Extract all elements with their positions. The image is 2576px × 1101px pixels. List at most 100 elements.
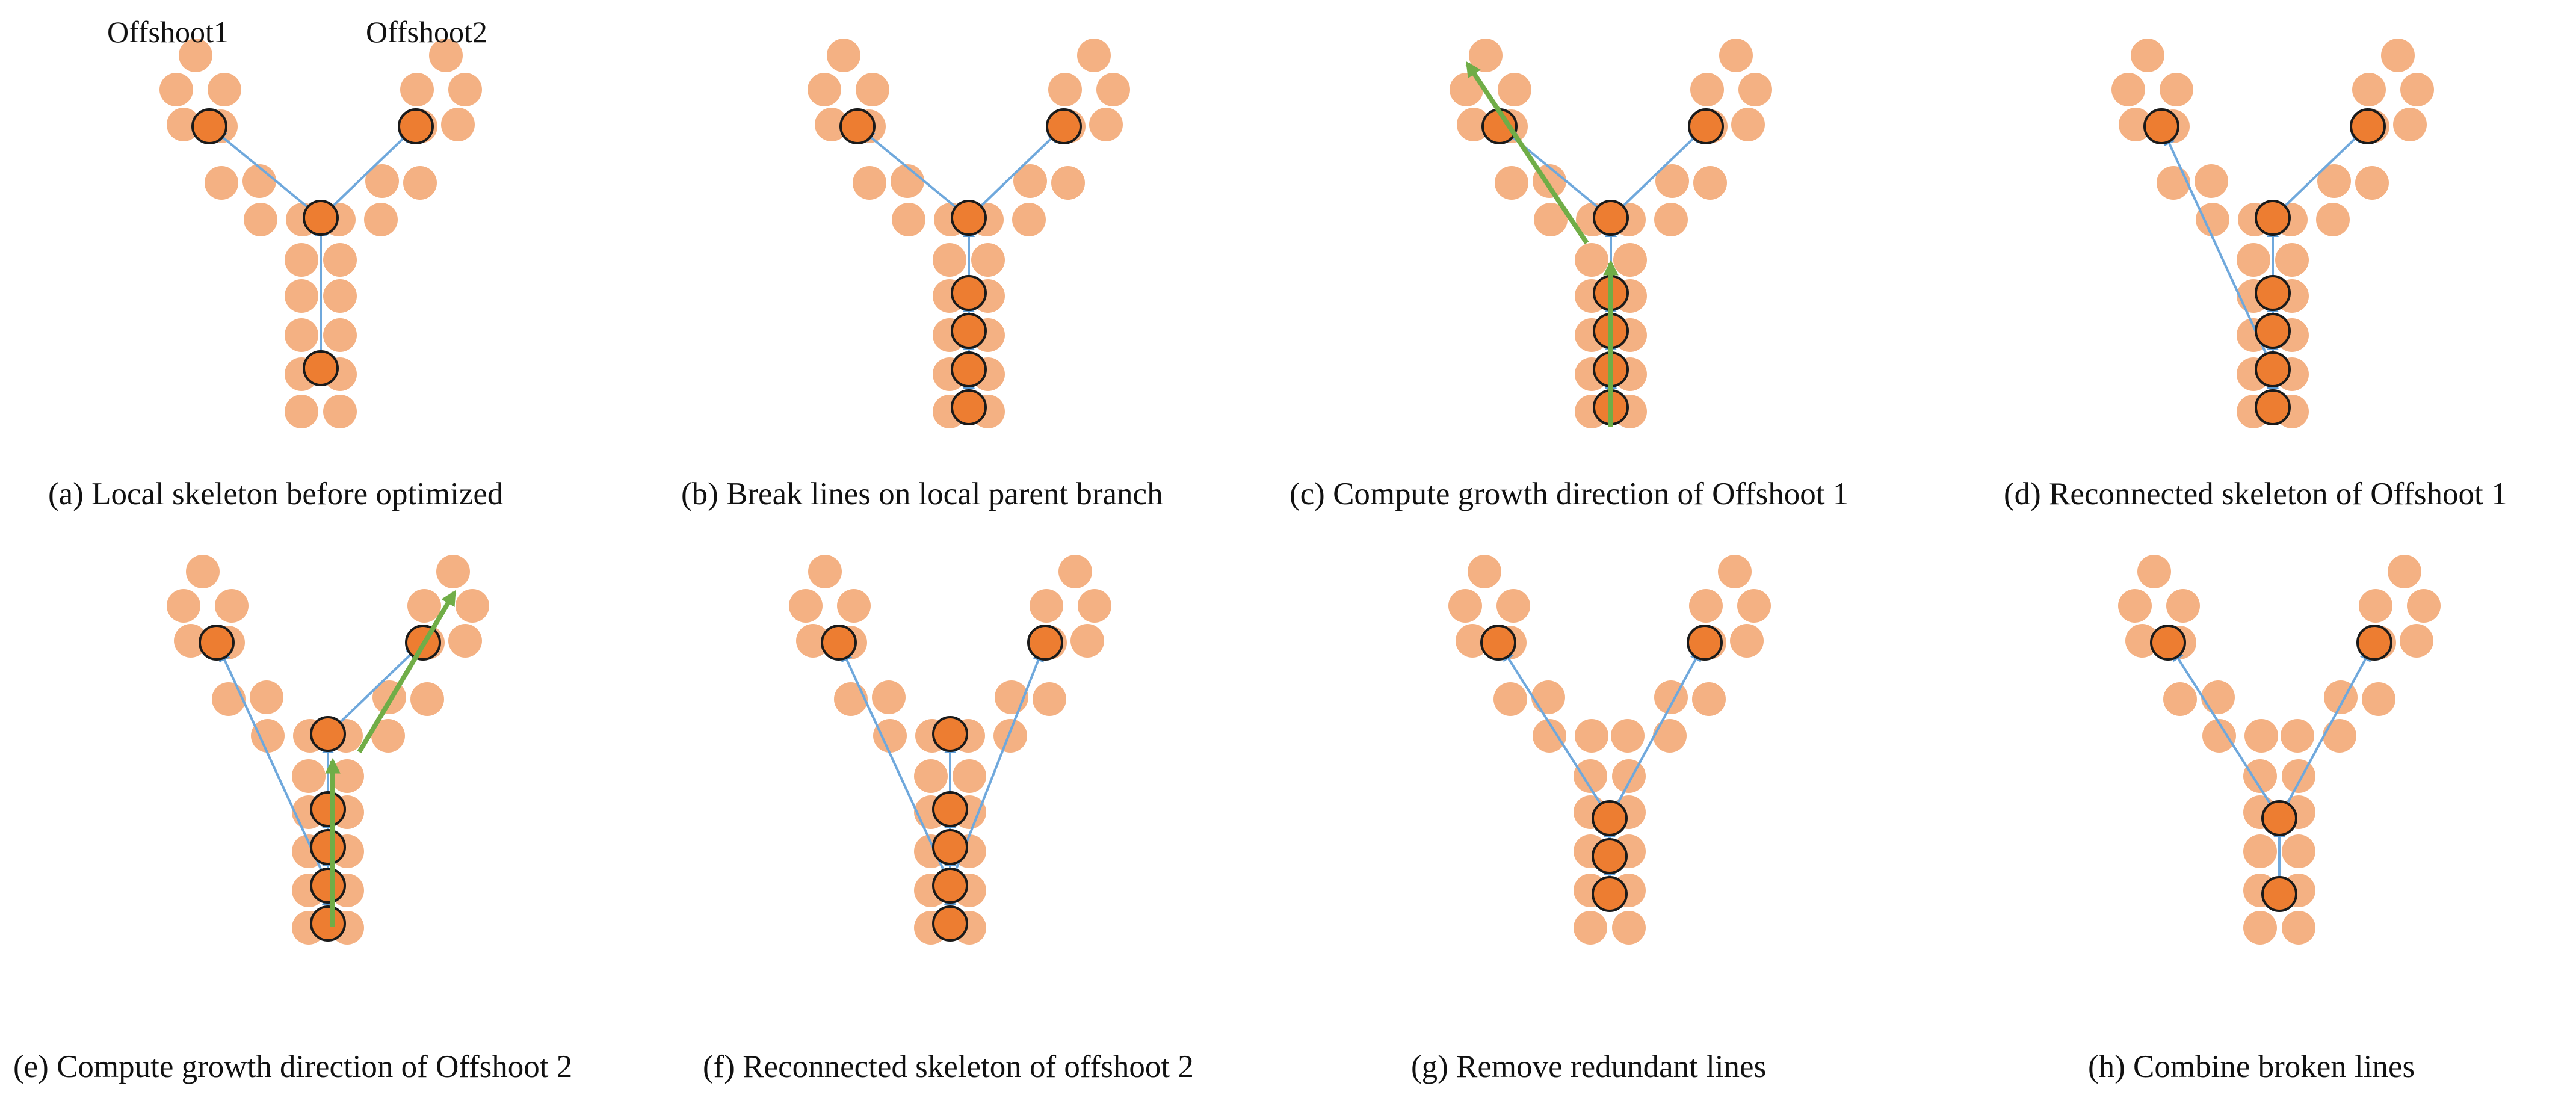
point-cloud-dot xyxy=(815,108,848,141)
skeleton-node xyxy=(2261,800,2297,836)
point-cloud-dot xyxy=(364,203,398,236)
point-cloud-dot xyxy=(2160,73,2193,106)
point-cloud-dot xyxy=(2282,911,2315,945)
point-cloud-dot xyxy=(285,395,318,428)
skeleton-node xyxy=(199,625,235,661)
skeleton-edge xyxy=(214,130,322,219)
point-cloud-dot xyxy=(971,243,1005,277)
skeleton-node xyxy=(310,905,346,942)
point-cloud-dot xyxy=(174,624,208,658)
skeleton-node xyxy=(2255,275,2291,311)
point-cloud-dot xyxy=(1048,73,1082,106)
point-cloud-dot xyxy=(323,318,357,352)
point-cloud-dot xyxy=(2282,834,2315,868)
skeleton-node xyxy=(2350,108,2386,144)
point-cloud-dot xyxy=(1613,243,1647,277)
point-cloud-dot xyxy=(1574,759,1607,793)
point-cloud-dot xyxy=(2359,589,2392,623)
skeleton-node xyxy=(2150,625,2186,661)
point-cloud-dot xyxy=(953,759,986,793)
point-cloud-dot xyxy=(1495,166,1528,200)
point-cloud-dot xyxy=(2202,719,2236,753)
point-cloud-dot xyxy=(993,719,1027,753)
point-cloud-dot xyxy=(2317,164,2351,198)
point-cloud-dot xyxy=(1693,166,1727,200)
point-cloud-dot xyxy=(1533,719,1566,753)
panel-d xyxy=(2111,39,2434,428)
skeleton-node xyxy=(951,351,987,387)
point-cloud-dot xyxy=(365,164,399,198)
point-cloud-dot xyxy=(837,589,871,623)
skeleton-node xyxy=(310,829,346,865)
point-cloud-dot xyxy=(1574,911,1607,945)
point-cloud-dot xyxy=(208,73,241,106)
point-cloud-dot xyxy=(1078,589,1111,623)
skeleton-node xyxy=(821,625,857,661)
point-cloud-dot xyxy=(2275,243,2309,277)
caption-e: (e) Compute growth direction of Offshoot… xyxy=(13,1049,572,1084)
point-cloud-dot xyxy=(323,279,357,313)
point-cloud-dot xyxy=(2243,834,2277,868)
point-cloud-dot xyxy=(2163,682,2197,716)
point-cloud-dot xyxy=(2282,759,2315,793)
skeleton-node xyxy=(398,108,434,144)
point-cloud-dot xyxy=(1493,682,1527,716)
point-cloud-dot xyxy=(2388,555,2421,588)
point-cloud-dot xyxy=(429,39,463,72)
point-cloud-dot xyxy=(1737,589,1771,623)
point-cloud-dot xyxy=(1655,164,1689,198)
skeleton-node xyxy=(2261,876,2297,912)
point-cloud-dot xyxy=(456,589,489,623)
point-cloud-dot xyxy=(1730,624,1764,658)
point-cloud-dot xyxy=(1077,39,1111,72)
point-cloud-dot xyxy=(2237,243,2270,277)
panel-e xyxy=(167,555,489,945)
caption-a: (a) Local skeleton before optimized xyxy=(48,476,503,511)
point-cloud-dot xyxy=(407,589,441,623)
point-cloud-dot xyxy=(834,682,868,716)
skeleton-node xyxy=(1592,838,1628,874)
point-cloud-dot xyxy=(853,166,886,200)
offshoot2-label: Offshoot2 xyxy=(366,15,487,49)
skeleton-edge xyxy=(2272,130,2364,219)
point-cloud-dot xyxy=(1731,108,1765,141)
skeleton-node xyxy=(932,791,968,827)
point-cloud-dot xyxy=(1689,589,1723,623)
skeleton-node xyxy=(932,829,968,865)
point-cloud-dot xyxy=(1096,73,1130,106)
point-cloud-dot xyxy=(808,73,841,106)
skeleton-edge xyxy=(1501,649,1611,819)
point-cloud-dot xyxy=(2195,164,2228,198)
point-cloud-dot xyxy=(1089,108,1123,141)
caption-h: (h) Combine broken lines xyxy=(2088,1049,2415,1084)
panel-f xyxy=(789,555,1111,945)
point-cloud-dot xyxy=(1534,203,1568,236)
skeleton-node xyxy=(951,389,987,425)
point-cloud-dot xyxy=(789,589,823,623)
offshoot1-label: Offshoot1 xyxy=(107,15,229,49)
point-cloud-dot xyxy=(1012,203,1046,236)
point-cloud-dot xyxy=(1653,719,1687,753)
point-cloud-dot xyxy=(1468,555,1501,588)
point-cloud-dot xyxy=(251,719,285,753)
skeleton-node xyxy=(2255,389,2291,425)
point-cloud-dot xyxy=(1498,73,1531,106)
point-cloud-dot xyxy=(2119,108,2152,141)
point-cloud-dot xyxy=(2362,682,2395,716)
skeleton-node xyxy=(951,200,987,236)
point-cloud-dot xyxy=(400,73,434,106)
caption-c: (c) Compute growth direction of Offshoot… xyxy=(1290,476,1849,511)
point-cloud-dot xyxy=(856,73,889,106)
caption-b: (b) Break lines on local parent branch xyxy=(681,476,1163,511)
point-cloud-dot xyxy=(2137,555,2171,588)
skeleton-edge xyxy=(320,130,412,219)
point-cloud-dot xyxy=(285,279,318,313)
point-cloud-dot xyxy=(2355,166,2389,200)
point-cloud-dot xyxy=(2243,759,2277,793)
skeleton-edge xyxy=(1610,130,1702,219)
skeleton-node xyxy=(2356,625,2392,661)
skeleton-node xyxy=(1593,200,1629,236)
point-cloud-dot xyxy=(892,203,925,236)
skeleton-node xyxy=(1480,625,1516,661)
point-cloud-dot xyxy=(403,166,437,200)
